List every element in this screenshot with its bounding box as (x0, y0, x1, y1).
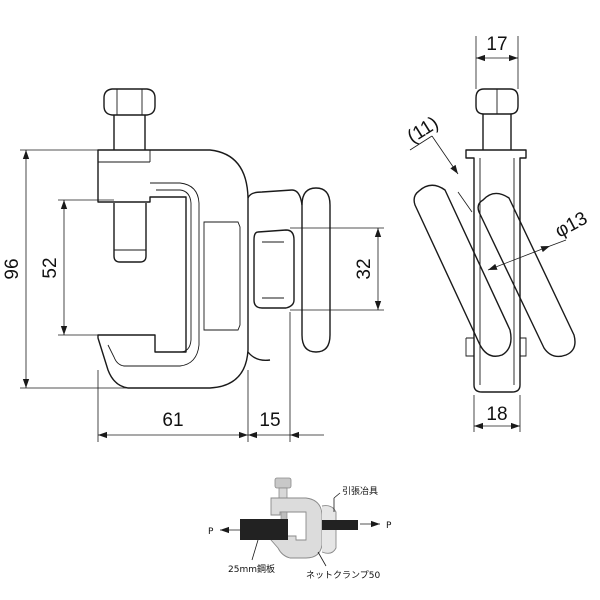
usage-diagram: 引張冶具 25mm鋼板 ネットクランプ50 P P (208, 477, 392, 581)
side-bolt-head (475, 88, 519, 115)
label-tension-fitting: 引張冶具 (342, 485, 378, 497)
front-view: 96 52 32 61 15 (2, 88, 384, 442)
tension-bar (322, 520, 358, 530)
dim-loop-32: 32 (354, 258, 375, 279)
label-net-clamp: ネットクランプ50 (306, 570, 380, 581)
wire-loop-left (413, 184, 512, 357)
dim-width-61: 61 (162, 410, 183, 431)
dim-opening-52: 52 (40, 257, 61, 278)
dim-bolt-17: 17 (486, 34, 507, 55)
label-force-right: P (386, 521, 392, 531)
wire-loop-right (477, 192, 576, 358)
dim-height-96: 96 (2, 258, 23, 279)
side-view: 17 (11) φ13 18 (404, 34, 591, 432)
label-force-left: P (208, 527, 214, 537)
loop-lug (247, 187, 331, 362)
dim-rod-13: φ13 (552, 208, 591, 242)
label-steel-plate: 25mm鋼板 (228, 563, 275, 575)
dim-side-18: 18 (486, 404, 507, 425)
usage-clamp (270, 477, 337, 559)
c-frame (97, 149, 249, 389)
dim-offset-15: 15 (259, 410, 280, 431)
bolt-head (103, 88, 156, 116)
steel-plate (240, 519, 288, 540)
bolt-thread (113, 203, 147, 263)
